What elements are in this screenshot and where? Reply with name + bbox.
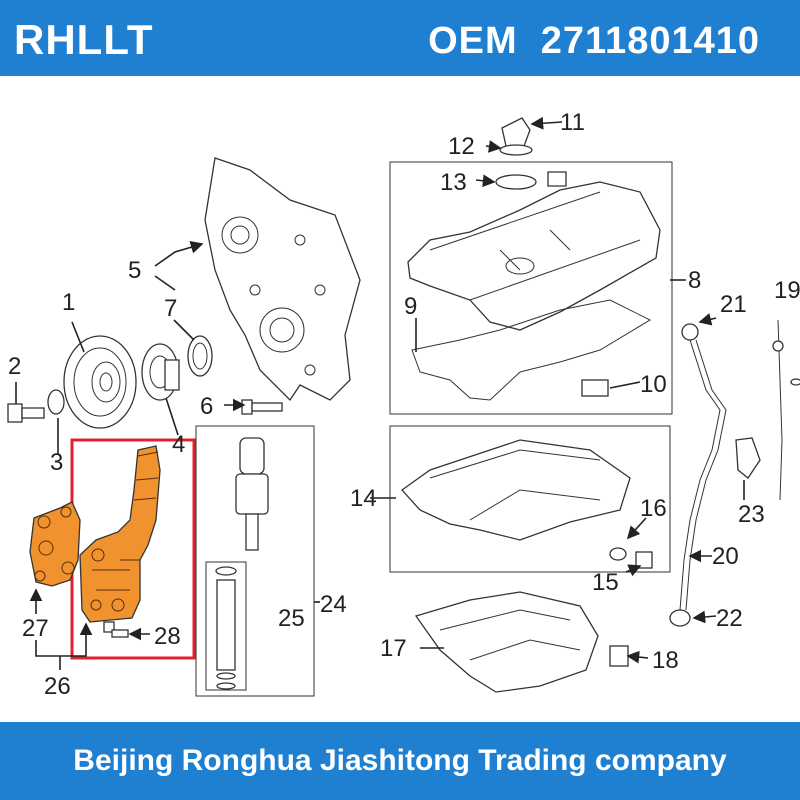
valve-cover-box: [389, 161, 673, 415]
cap-11-12-13: [495, 117, 567, 190]
drain-plug: [609, 547, 653, 569]
sprocket: [141, 335, 213, 401]
label-4: 4: [172, 431, 185, 458]
footer-bar: Beijing Ronghua Jiashitong Trading compa…: [0, 722, 800, 800]
label-10: 10: [640, 371, 667, 398]
bolt-6: [241, 399, 283, 415]
leader-lines: [15, 116, 745, 670]
label-14: 14: [350, 485, 377, 512]
label-28: 28: [154, 623, 181, 650]
oil-pan-lower: [414, 591, 599, 693]
filter-element-box: [205, 561, 247, 691]
company-name: Beijing Ronghua Jiashitong Trading compa…: [73, 744, 727, 777]
oil-filter-housing: [79, 445, 161, 623]
label-2: 2: [8, 353, 21, 380]
label-27: 27: [22, 615, 49, 642]
pulley-bolt: [7, 389, 65, 423]
label-13: 13: [440, 169, 467, 196]
dipstick-19: [772, 319, 800, 501]
label-5: 5: [128, 257, 141, 284]
seal-10: [581, 379, 609, 397]
valve-cover: [407, 181, 661, 331]
clip-18: [609, 645, 629, 667]
label-15: 15: [592, 569, 619, 596]
label-12: 12: [448, 133, 475, 160]
oil-pan-upper: [401, 439, 631, 541]
filter-kit-box: [195, 425, 315, 697]
label-20: 20: [712, 543, 739, 570]
dipstick-tube: [669, 323, 727, 627]
valve-cover-gasket: [411, 299, 652, 401]
label-25: 25: [278, 605, 305, 632]
oem-part-number: OEM 2711801410: [428, 20, 760, 62]
oil-pan-box: [389, 425, 671, 573]
label-9: 9: [404, 293, 417, 320]
label-11: 11: [560, 109, 585, 136]
part-labels: 1 2 3 4 5 6 7 8 9 10 11 12 13 14 15 16 1…: [8, 109, 800, 700]
timing-cover: [204, 157, 361, 402]
label-21: 21: [720, 291, 747, 318]
label-16: 16: [640, 495, 667, 522]
label-7: 7: [164, 295, 177, 322]
housing-bolt: [103, 621, 129, 638]
parts-diagram: 1 2 3 4 5 6 7 8 9 10 11 12 13 14 15 16 1…: [7, 109, 800, 700]
filter-element: [215, 566, 237, 690]
label-17: 17: [380, 635, 407, 662]
crank-pulley: [63, 335, 137, 429]
header-bar: RHLLT OEM 2711801410: [0, 0, 800, 76]
label-1: 1: [62, 289, 75, 316]
label-19: 19: [774, 277, 800, 304]
label-8: 8: [688, 267, 701, 294]
label-22: 22: [716, 605, 743, 632]
label-26: 26: [44, 673, 71, 700]
label-18: 18: [652, 647, 679, 674]
oil-filter-cartridge: [235, 437, 269, 551]
label-3: 3: [50, 449, 63, 476]
brand-name: RHLLT: [14, 16, 154, 63]
label-24: 24: [320, 591, 347, 618]
label-23: 23: [738, 501, 765, 528]
housing-gasket: [29, 501, 81, 587]
bracket-23: [735, 437, 761, 479]
label-6: 6: [200, 393, 213, 420]
